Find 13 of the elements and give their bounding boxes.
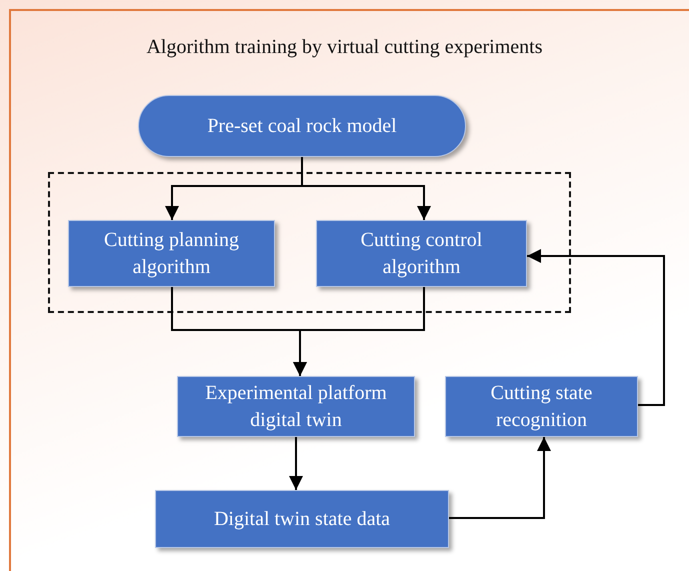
arrow — [293, 287, 425, 376]
arrow — [301, 157, 431, 220]
dashed-group-box — [48, 172, 571, 313]
process-box: Cutting state recognition — [445, 376, 638, 437]
process-box: Cutting control algorithm — [316, 220, 527, 287]
process-box: Cutting planning algorithm — [68, 220, 275, 287]
diagram-title: Algorithm training by virtual cutting experiments — [145, 36, 544, 59]
arrow — [289, 437, 303, 490]
arrow — [527, 249, 665, 406]
arrow — [449, 437, 551, 519]
terminal-box: Pre-set coal rock model — [138, 95, 466, 157]
process-box: Experimental platform digital twin — [177, 376, 415, 437]
process-box: Digital twin state data — [155, 490, 449, 548]
